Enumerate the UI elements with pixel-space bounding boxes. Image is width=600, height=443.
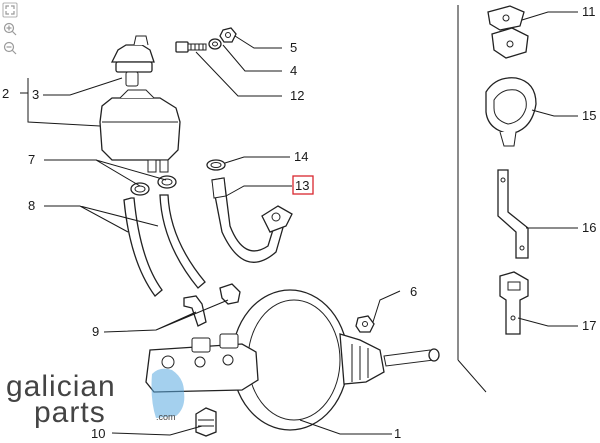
bracket-17[interactable] — [499, 271, 529, 335]
zoom-out-icon[interactable] — [3, 41, 17, 55]
brake-booster[interactable] — [231, 289, 440, 431]
callout-1[interactable]: 1 — [394, 426, 401, 441]
logo-line2: parts — [34, 396, 106, 429]
washer[interactable] — [208, 38, 222, 50]
callout-15[interactable]: 15 — [582, 108, 596, 123]
hose-left[interactable] — [123, 197, 163, 297]
callout-14[interactable]: 14 — [294, 149, 308, 164]
pipe-clip-15[interactable] — [485, 77, 537, 147]
zoom-in-icon[interactable] — [3, 22, 17, 36]
bolt[interactable] — [175, 41, 207, 53]
fitting-left[interactable] — [183, 295, 207, 327]
callout-10[interactable]: 10 — [91, 426, 105, 441]
fitting-right[interactable] — [219, 283, 241, 305]
bracket-16[interactable] — [497, 169, 529, 259]
reservoir-cap[interactable] — [110, 35, 155, 87]
galicianparts-logo: galician parts .com — [6, 368, 185, 429]
hose-clamp-14[interactable] — [206, 159, 226, 171]
leader-lines — [20, 11, 578, 436]
hose-clamp-right[interactable] — [157, 175, 177, 189]
hose-right[interactable] — [159, 194, 206, 289]
callout-9[interactable]: 9 — [92, 324, 99, 339]
callout-highlight-box — [292, 175, 314, 195]
callout-17[interactable]: 17 — [582, 318, 596, 333]
callout-8[interactable]: 8 — [28, 198, 35, 213]
brake-fluid-reservoir[interactable] — [99, 89, 181, 173]
callout-4[interactable]: 4 — [290, 63, 297, 78]
callout-5[interactable]: 5 — [290, 40, 297, 55]
hose-clamp-left[interactable] — [130, 182, 150, 196]
logo-line1: galician — [6, 370, 116, 403]
vacuum-hose[interactable] — [211, 177, 293, 263]
pipe-clip-11[interactable] — [487, 5, 529, 59]
callout-6[interactable]: 6 — [410, 284, 417, 299]
logo-suffix: .com — [156, 412, 176, 422]
logo-accent-shape — [151, 368, 185, 418]
callout-7[interactable]: 7 — [28, 152, 35, 167]
callout-2[interactable]: 2 — [2, 86, 9, 101]
callout-16[interactable]: 16 — [582, 220, 596, 235]
callout-12[interactable]: 12 — [290, 88, 304, 103]
callout-3[interactable]: 3 — [32, 87, 39, 102]
nut[interactable] — [219, 27, 237, 43]
nut-6[interactable] — [355, 315, 375, 333]
callout-13[interactable]: 13 — [295, 178, 309, 193]
fullscreen-icon[interactable] — [2, 2, 18, 18]
plug[interactable] — [195, 407, 217, 437]
callout-11[interactable]: 11 — [582, 4, 596, 19]
